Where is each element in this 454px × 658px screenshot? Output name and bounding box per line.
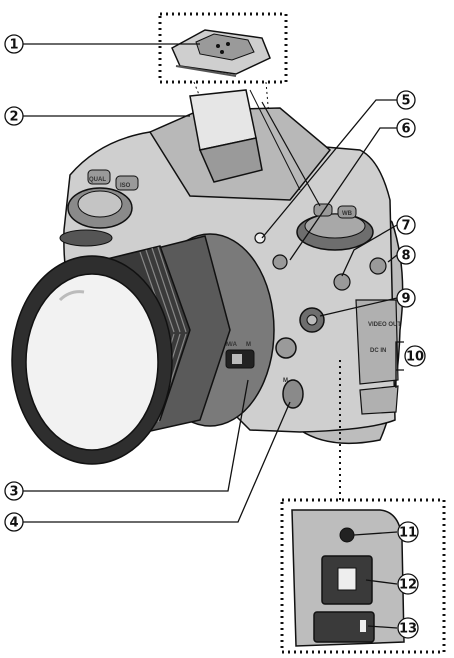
callout-3-number: 3 [9,485,18,500]
callout-11-number: 11 [399,526,417,541]
mode-m-label: M [283,378,288,384]
accessory-shoe-inset [158,12,288,84]
callout-9-number: 9 [401,292,410,307]
callout-11: 11 [397,521,419,543]
callout-1: 1 [4,34,24,54]
body-controls: M VIDEO OUT DC IN [254,232,401,415]
callout-10-number: 10 [406,350,424,365]
callout-12: 12 [397,573,419,595]
terminals-inset [280,498,446,654]
qual-label: QUAL [89,177,106,183]
callout-6: 6 [396,118,416,138]
callout-13-number: 13 [399,622,417,637]
callout-2-number: 2 [9,110,18,125]
video-out-label: VIDEO OUT [368,322,401,328]
callout-7: 7 [396,215,416,235]
focus-m-label: M [246,342,251,348]
callout-13: 13 [397,617,419,639]
lens: M/A M [11,233,275,465]
callout-12-number: 12 [399,578,417,593]
callout-5: 5 [396,90,416,110]
callout-1-number: 1 [9,38,18,53]
callout-9: 9 [396,288,416,308]
callout-3: 3 [4,481,24,501]
dc-in-label: DC IN [370,348,386,354]
callout-7-number: 7 [401,219,410,234]
callout-6-number: 6 [401,122,410,137]
focus-ma-label: M/A [226,342,238,348]
callout-4-number: 4 [9,516,18,531]
callout-2: 2 [4,106,24,126]
iso-label: ISO [120,183,131,189]
callout-5-number: 5 [401,94,410,109]
callout-8: 8 [396,245,416,265]
leader-lines [23,43,404,629]
callout-10: 10 [404,345,426,367]
callout-4: 4 [4,512,24,532]
callout-8-number: 8 [401,249,410,264]
built-in-flash [189,89,321,207]
wb-label: WB [342,211,353,217]
